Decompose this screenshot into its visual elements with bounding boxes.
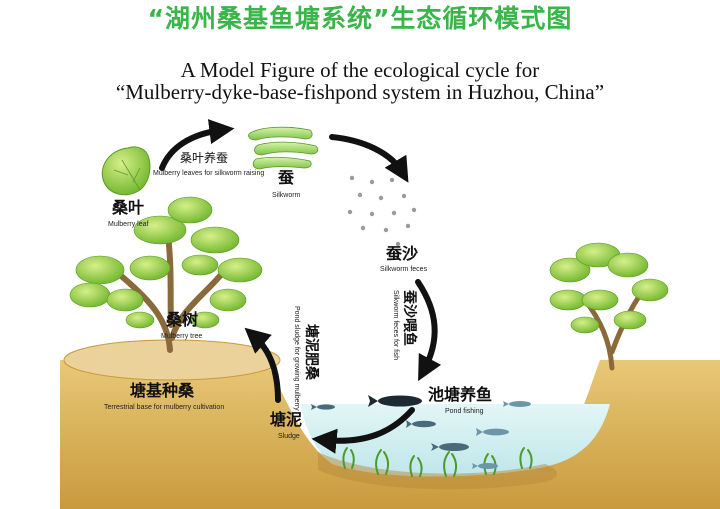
fish bbox=[311, 404, 335, 410]
title-english-line1: A Model Figure of the ecological cycle f… bbox=[180, 58, 540, 82]
node-pond-fishing-cn: 池塘养鱼 bbox=[428, 385, 493, 404]
arrow-fish-to-sludge bbox=[311, 407, 415, 454]
node-mulberry-tree-cn: 桑树 bbox=[166, 310, 199, 329]
fish bbox=[472, 463, 498, 469]
fish-school bbox=[311, 395, 531, 469]
fish bbox=[476, 428, 509, 436]
arrow-silkworm-to-feces bbox=[329, 134, 409, 183]
node-silkworm-feces-en: Silkworm feces bbox=[380, 266, 428, 273]
node-mulberry-leaf-cn: 桑叶 bbox=[112, 198, 145, 217]
node-mulberry-leaf-en: Mulberry leaf bbox=[108, 221, 149, 228]
fish bbox=[503, 401, 531, 407]
mulberry-tree-right bbox=[549, 242, 669, 371]
node-silkworm-en: Silkworm bbox=[272, 192, 301, 199]
edge-leaf-to-silkworm-cn: 桑叶养蚕 bbox=[180, 151, 229, 165]
silkworm-illustration bbox=[248, 126, 319, 170]
arrow-sludge-to-mulberry bbox=[244, 327, 281, 403]
arrow-feces-to-fish bbox=[415, 279, 442, 382]
arrow-leaf-to-silkworm bbox=[159, 119, 235, 171]
fish bbox=[368, 395, 422, 407]
node-sludge-en: Sludge bbox=[278, 433, 300, 440]
water-plants bbox=[342, 447, 533, 477]
edge-leaf-to-silkworm-en: Mulberry leaves for silkworm raising bbox=[153, 170, 265, 177]
mulberry-tree-left bbox=[69, 196, 263, 353]
node-silkworm-feces-cn: 蚕沙 bbox=[386, 244, 419, 263]
title-english-line2: “Mulberry-dyke-base-fishpond system in H… bbox=[115, 80, 605, 104]
edge-feces-to-fish-cn: 蚕沙喂鱼 bbox=[401, 290, 417, 346]
silkworm-feces-dots bbox=[347, 175, 417, 247]
title-chinese: “湖州桑基鱼塘系统”生态循环模式图 bbox=[147, 4, 573, 33]
node-sludge-cn: 塘泥 bbox=[270, 410, 303, 429]
mulberry-leaf-illustration bbox=[101, 146, 151, 196]
node-silkworm-cn: 蚕 bbox=[278, 168, 295, 187]
node-terrestrial-base-en: Terrestrial base for mulberry cultivatio… bbox=[104, 404, 225, 411]
cycle-arrows bbox=[159, 119, 442, 454]
node-mulberry-tree-en: Mulberry tree bbox=[161, 333, 203, 340]
fish bbox=[406, 420, 436, 428]
edge-feces-to-fish-en: Silkworm feces for fish bbox=[392, 290, 399, 361]
edge-sludge-to-mulberry-en: Pond sludge for growing mulberry bbox=[293, 306, 300, 411]
node-pond-fishing-en: Pond fishing bbox=[445, 408, 484, 415]
node-terrestrial-base-cn: 塘基种桑 bbox=[130, 381, 195, 400]
fish bbox=[431, 443, 469, 451]
edge-sludge-to-mulberry-cn: 塘泥肥桑 bbox=[303, 324, 319, 380]
pond-bottom-mud bbox=[318, 452, 558, 490]
